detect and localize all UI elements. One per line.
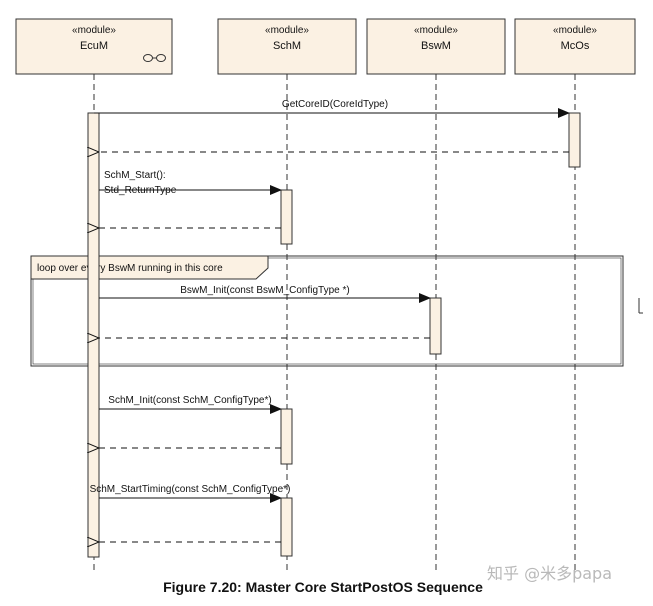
participant-ecum-name: EcuM: [80, 40, 108, 52]
message-bswm-init-label: BswM_Init(const BswM_ConfigType *): [180, 285, 350, 296]
participant-bswm-stereotype: «module»: [414, 25, 458, 36]
message-schm-start-label-line1: SchM_Start():: [104, 170, 166, 181]
activation-schm-start-timing: [280, 497, 293, 557]
activation-schm-start: [280, 189, 293, 245]
participant-mcos-name: McOs: [561, 40, 590, 52]
participant-ecum: «module» EcuM: [15, 18, 173, 75]
participant-schm-name: SchM: [273, 40, 301, 52]
message-schm-init-label: SchM_Init(const SchM_ConfigType*): [108, 395, 271, 406]
participant-mcos-stereotype: «module»: [553, 25, 597, 36]
watermark: 知乎 @米多papa: [487, 564, 612, 583]
activation-bswm-init: [429, 297, 442, 355]
participant-ecum-stereotype: «module»: [72, 25, 116, 36]
figure-caption: Figure 7.20: Master Core StartPostOS Seq…: [163, 579, 483, 595]
loop-fragment-label: loop over every BswM running in this cor…: [37, 263, 223, 274]
participant-bswm: «module» BswM: [366, 18, 506, 75]
participant-bswm-name: BswM: [421, 40, 451, 52]
message-get-core-id-label: GetCoreID(CoreIdType): [282, 99, 388, 110]
participant-schm-stereotype: «module»: [265, 25, 309, 36]
loop-fragment: loop over every BswM running in this cor…: [30, 255, 624, 367]
participant-schm: «module» SchM: [217, 18, 357, 75]
component-link-icon: [143, 54, 166, 62]
participant-mcos: «module» McOs: [514, 18, 636, 75]
message-schm-start-timing-label: SchM_StartTiming(const SchM_ConfigType*): [90, 484, 291, 495]
activation-mcos: [568, 112, 581, 168]
activation-schm-init: [280, 408, 293, 465]
